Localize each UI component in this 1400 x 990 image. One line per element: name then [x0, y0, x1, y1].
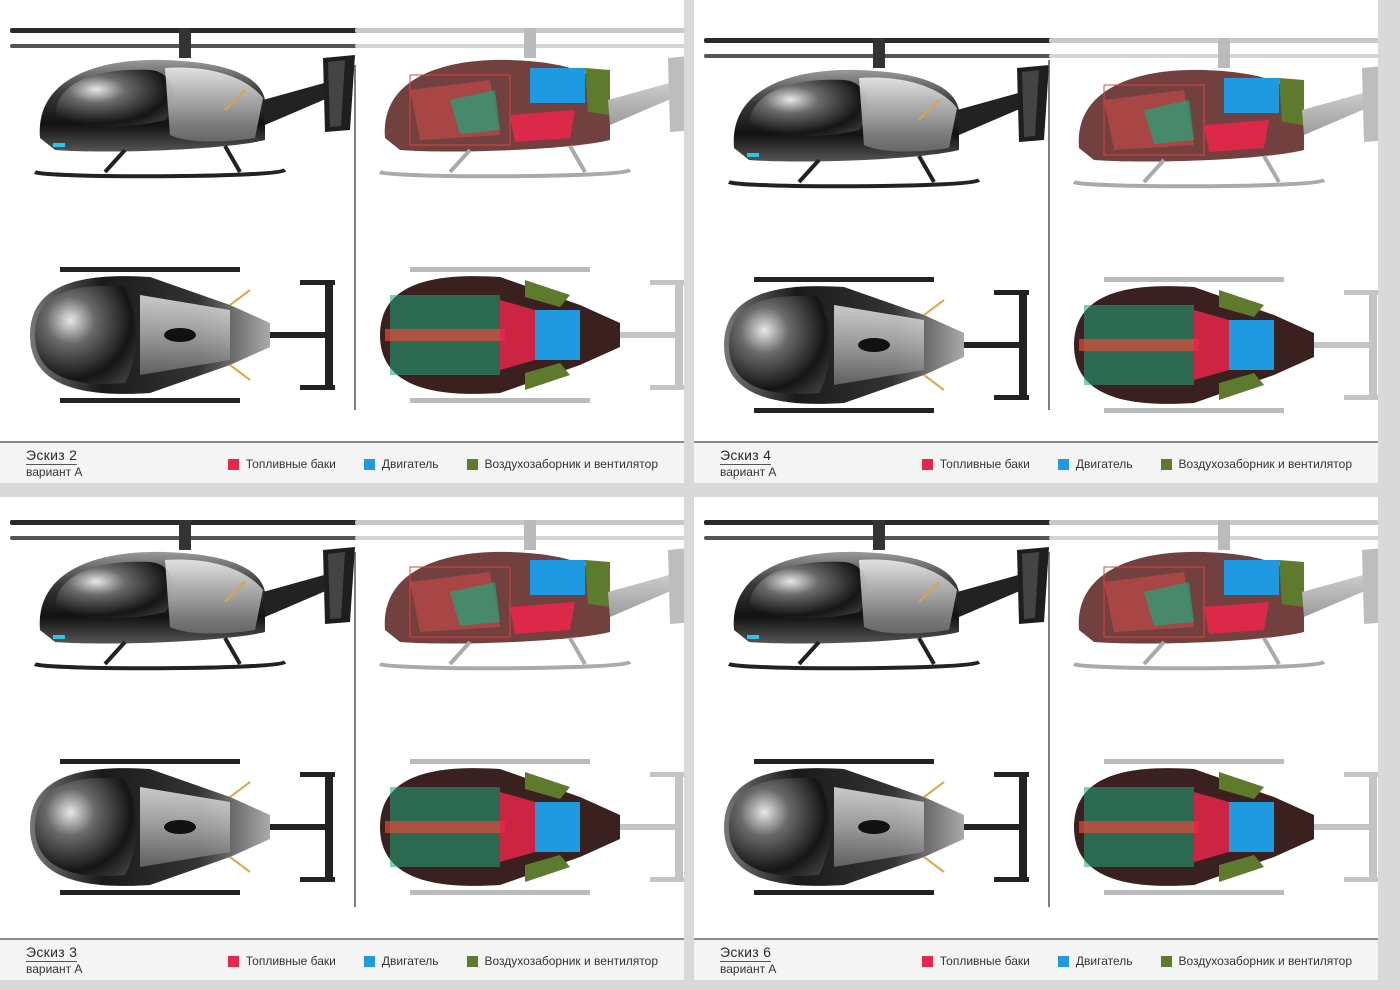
engine-swatch — [1057, 955, 1069, 967]
legend-label: Двигатель — [381, 954, 439, 968]
legend-item-engine: Двигатель — [1057, 954, 1133, 968]
legend-label: Двигатель — [381, 457, 439, 471]
legend-item-intake: Воздухозаборник и вентилятор — [466, 954, 658, 968]
sketch-variant: вариант А — [26, 962, 83, 976]
sketch-title: Эскиз 6 — [720, 944, 772, 962]
fuel-swatch — [921, 955, 933, 967]
intake-swatch — [1160, 458, 1172, 470]
legend-label: Топливные баки — [939, 457, 1030, 471]
sketch-title: Эскиз 4 — [720, 447, 772, 465]
fuel-swatch — [921, 458, 933, 470]
sketch-sheet-3: Эскиз 3 вариант А Топливные баки Двигате… — [0, 497, 684, 980]
intake-swatch — [466, 955, 478, 967]
legend: Топливные баки Двигатель Воздухозаборник… — [200, 954, 658, 968]
sketch-illustration — [8, 518, 684, 907]
sketch-variant: вариант А — [720, 962, 777, 976]
legend-label: Воздухозаборник и вентилятор — [1178, 457, 1352, 471]
sketch-illustration — [8, 26, 684, 410]
sketch-sheet-6: Эскиз 6 вариант А Топливные баки Двигате… — [694, 497, 1378, 980]
fuel-swatch — [227, 458, 239, 470]
sketch-title: Эскиз 2 — [26, 447, 78, 465]
legend: Топливные баки Двигатель Воздухозаборник… — [894, 457, 1352, 471]
engine-swatch — [363, 955, 375, 967]
legend-item-intake: Воздухозаборник и вентилятор — [1160, 457, 1352, 471]
legend-label: Топливные баки — [245, 954, 336, 968]
legend-item-fuel: Топливные баки — [921, 954, 1030, 968]
legend-item-fuel: Топливные баки — [227, 954, 336, 968]
legend-label: Воздухозаборник и вентилятор — [484, 954, 658, 968]
fuel-swatch — [227, 955, 239, 967]
legend-item-engine: Двигатель — [1057, 457, 1133, 471]
engine-swatch — [363, 458, 375, 470]
sketch-variant: вариант А — [720, 465, 777, 479]
sheet-footer: Эскиз 6 вариант А Топливные баки Двигате… — [694, 938, 1378, 980]
legend-item-fuel: Топливные баки — [227, 457, 336, 471]
sheet-footer: Эскиз 3 вариант А Топливные баки Двигате… — [0, 938, 684, 980]
sketch-title: Эскиз 3 — [26, 944, 78, 962]
engine-swatch — [1057, 458, 1069, 470]
legend-label: Воздухозаборник и вентилятор — [1178, 954, 1352, 968]
legend-item-fuel: Топливные баки — [921, 457, 1030, 471]
sketch-variant: вариант А — [26, 465, 83, 479]
legend-item-engine: Двигатель — [363, 954, 439, 968]
legend-label: Топливные баки — [939, 954, 1030, 968]
legend-item-intake: Воздухозаборник и вентилятор — [466, 457, 658, 471]
legend: Топливные баки Двигатель Воздухозаборник… — [200, 457, 658, 471]
legend-label: Двигатель — [1075, 954, 1133, 968]
intake-swatch — [1160, 955, 1172, 967]
legend: Топливные баки Двигатель Воздухозаборник… — [894, 954, 1352, 968]
legend-label: Воздухозаборник и вентилятор — [484, 457, 658, 471]
sketch-sheet-2: Эскиз 2 вариант А Топливные баки Двигате… — [0, 0, 684, 483]
legend-item-engine: Двигатель — [363, 457, 439, 471]
intake-swatch — [466, 458, 478, 470]
sheet-footer: Эскиз 4 вариант А Топливные баки Двигате… — [694, 441, 1378, 483]
legend-item-intake: Воздухозаборник и вентилятор — [1160, 954, 1352, 968]
sheet-footer: Эскиз 2 вариант А Топливные баки Двигате… — [0, 441, 684, 483]
legend-label: Топливные баки — [245, 457, 336, 471]
legend-label: Двигатель — [1075, 457, 1133, 471]
sketch-sheet-4: Эскиз 4 вариант А Топливные баки Двигате… — [694, 0, 1378, 483]
sketch-illustration — [702, 518, 1378, 907]
sketch-illustration — [702, 36, 1378, 414]
